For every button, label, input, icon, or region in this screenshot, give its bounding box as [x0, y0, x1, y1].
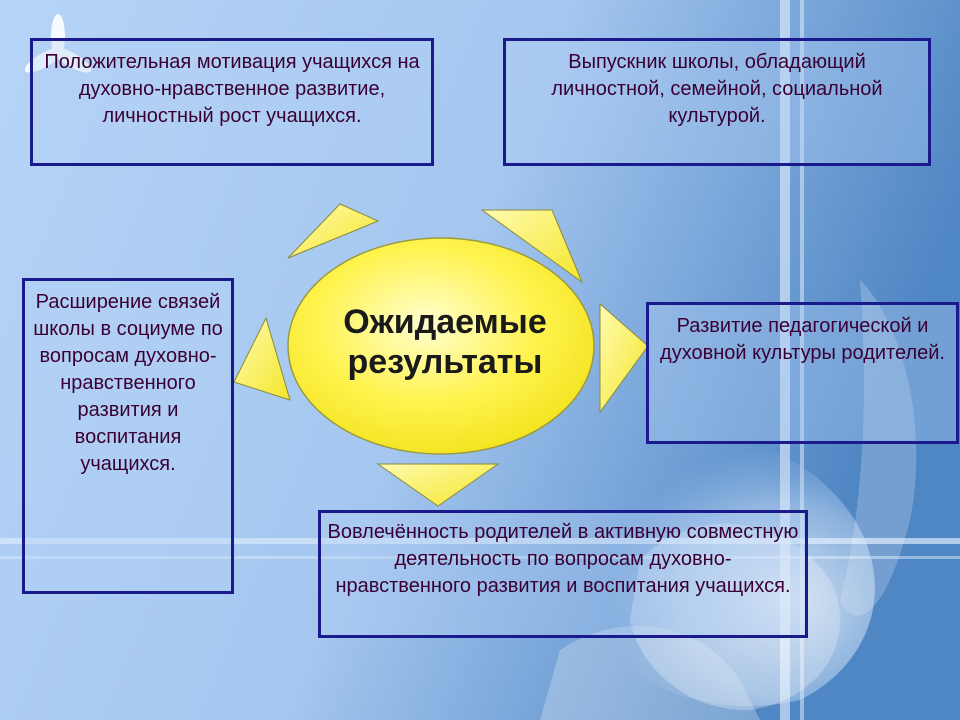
result-box-social-ties: Расширение связей школы в социуме по воп… — [22, 278, 234, 594]
logo-icon — [24, 14, 92, 73]
sun-ray-right — [599, 302, 649, 414]
decorative-flower — [540, 280, 917, 720]
sun-ray-top-left — [287, 203, 380, 259]
center-title-line1: Ожидаемые — [343, 303, 547, 341]
sun-ray-bottom — [376, 463, 500, 507]
sun-core — [287, 237, 595, 455]
result-box-graduate: Выпускник школы, обладающий личностной, … — [503, 38, 931, 166]
center-title-line2: результаты — [347, 343, 543, 381]
sun-rays — [233, 203, 649, 507]
result-box-motivation: Положительная мотивация учащихся на духо… — [30, 38, 434, 166]
result-box-parent-involvement: Вовлечённость родителей в активную совме… — [318, 510, 808, 638]
sun-ray-left — [233, 316, 291, 401]
result-box-parent-culture: Развитие педагогической и духовной культ… — [646, 302, 959, 444]
center-title: Ожидаемые результаты — [300, 302, 590, 382]
sun-ray-top-right — [480, 209, 584, 284]
